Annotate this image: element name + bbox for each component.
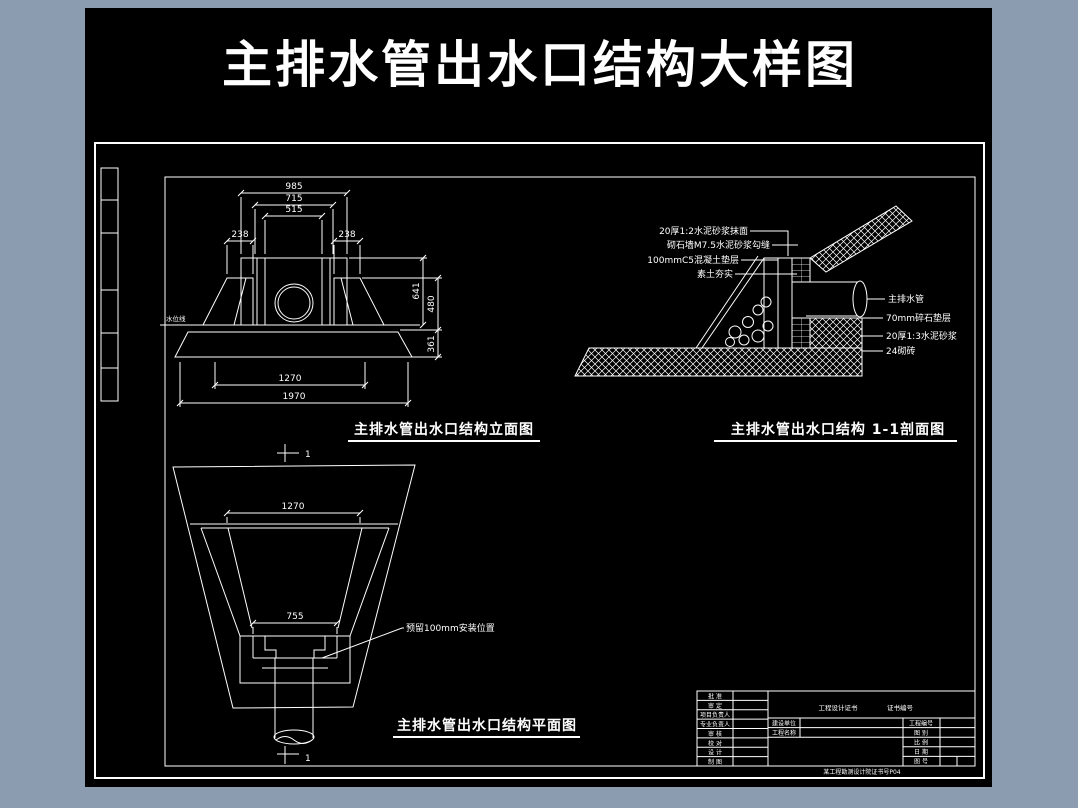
- plan-view-title: 主排水管出水口结构平面图: [397, 717, 577, 734]
- drawing-main-title: 主排水管出水口结构大样图: [222, 36, 858, 94]
- pipe-plan: [273, 658, 315, 745]
- svg-text:641: 641: [412, 282, 422, 299]
- tb-left-row-5: 校 对: [708, 739, 722, 747]
- svg-text:361: 361: [427, 335, 437, 352]
- tb-right-row-3: 日 期: [914, 748, 928, 756]
- dim-238-right: 238: [330, 230, 364, 274]
- elevation-view-title: 主排水管出水口结构立面图: [354, 421, 534, 438]
- dim-715: 715: [251, 194, 337, 254]
- dim-1270-elev: 1270: [211, 362, 369, 389]
- plan-note: 预留100mm安装位置: [406, 622, 495, 634]
- outlet-box-plan: [239, 635, 351, 684]
- brick-facing-bottom: [791, 317, 811, 349]
- rubble-stones: [725, 296, 774, 347]
- plan-outer-outline: [172, 464, 416, 709]
- tb-cert-label: 工程设计证书: [819, 703, 859, 712]
- dim-361: 361: [412, 330, 442, 361]
- section-left-label-2: 100mmC5混凝土垫层: [647, 254, 739, 266]
- svg-text:1: 1: [305, 754, 311, 764]
- tb-left-row-3: 专业负责人: [700, 721, 730, 729]
- left-leaders: [735, 230, 798, 275]
- dim-238-left: 238: [223, 230, 257, 274]
- dim-515: 515: [261, 205, 326, 254]
- section-right-label-1: 70mm碎石垫层: [886, 312, 951, 324]
- svg-text:1970: 1970: [283, 392, 306, 402]
- tb-right-row-4: 图 号: [914, 759, 928, 766]
- plan-view: 1 1270 755 预留100mm安装位置 1: [172, 444, 580, 764]
- title-block: 批 准 审 定 项目负责人 专业负责人 审 核 校 对 设 计 制 图 工程设计…: [696, 690, 976, 776]
- water-line-label: 水位线: [166, 314, 186, 323]
- dim-480: 480: [362, 274, 442, 334]
- dim-1970: 1970: [176, 362, 412, 407]
- dim-755: 755: [249, 612, 341, 634]
- section-left-label-3: 素土夯实: [697, 268, 733, 280]
- section-right-label-2: 20厚1:3水泥砂浆: [886, 330, 957, 342]
- bedding-hatch: [809, 317, 863, 349]
- tb-center-row-1: 工程名称: [772, 729, 796, 737]
- right-leaders: [862, 298, 885, 352]
- section-right-label-3: 24砌砖: [886, 345, 915, 357]
- svg-text:480: 480: [427, 295, 437, 312]
- section-left-label-1: 砌石墙M7.5水泥砂浆勾缝: [667, 239, 770, 251]
- svg-text:515: 515: [285, 205, 302, 215]
- tb-left-row-7: 制 图: [708, 758, 722, 766]
- tb-cert-no-label: 证书编号: [887, 703, 914, 712]
- tb-left-row-6: 设 计: [708, 749, 722, 757]
- dim-985: 985: [237, 182, 351, 254]
- tb-right-row-2: 比 例: [914, 739, 928, 747]
- headwall-outline: [160, 257, 420, 358]
- sheet-frame: [94, 142, 985, 779]
- brick-facing-top: [791, 257, 811, 283]
- section-marker-bottom: 1: [277, 746, 311, 764]
- tb-center-row-0: 建设单位: [772, 720, 796, 728]
- svg-text:1270: 1270: [282, 502, 305, 512]
- tb-left-row-1: 审 定: [708, 702, 722, 710]
- section-right-label-0: 主排水管: [888, 293, 924, 305]
- svg-text:238: 238: [231, 230, 248, 240]
- svg-text:238: 238: [338, 230, 355, 240]
- note-leader: [321, 627, 404, 659]
- tb-left-row-0: 批 准: [708, 693, 722, 701]
- dim-1270-plan: 1270: [223, 502, 364, 523]
- section-view: 20厚1:2水泥砂浆抹面 砌石墙M7.5水泥砂浆勾缝 100mmC5混凝土垫层 …: [574, 205, 957, 442]
- tb-footer: 某工程勘测设计院证书号P04: [823, 768, 900, 776]
- svg-text:755: 755: [286, 612, 303, 622]
- binding-margin-marks: [100, 167, 119, 402]
- svg-text:715: 715: [285, 194, 302, 204]
- dim-641: 641: [349, 254, 427, 329]
- section-marker-top: 1: [277, 444, 311, 462]
- tb-right-row-0: 工程编号: [909, 720, 933, 728]
- section-left-label-0: 20厚1:2水泥砂浆抹面: [659, 225, 748, 237]
- section-view-title: 主排水管出水口结构 1-1剖面图: [731, 421, 945, 438]
- ground-hatch: [574, 347, 863, 377]
- svg-text:1270: 1270: [279, 374, 302, 384]
- tb-right-row-1: 图 别: [914, 729, 928, 737]
- tb-left-row-4: 审 核: [708, 730, 722, 738]
- svg-text:1: 1: [305, 450, 311, 460]
- slope-hatch: [809, 205, 913, 273]
- drawing-canvas: [85, 8, 992, 787]
- tb-left-row-2: 项目负责人: [700, 711, 730, 719]
- elevation-view: 985 715 515 238 238: [160, 182, 540, 442]
- svg-text:985: 985: [285, 182, 302, 192]
